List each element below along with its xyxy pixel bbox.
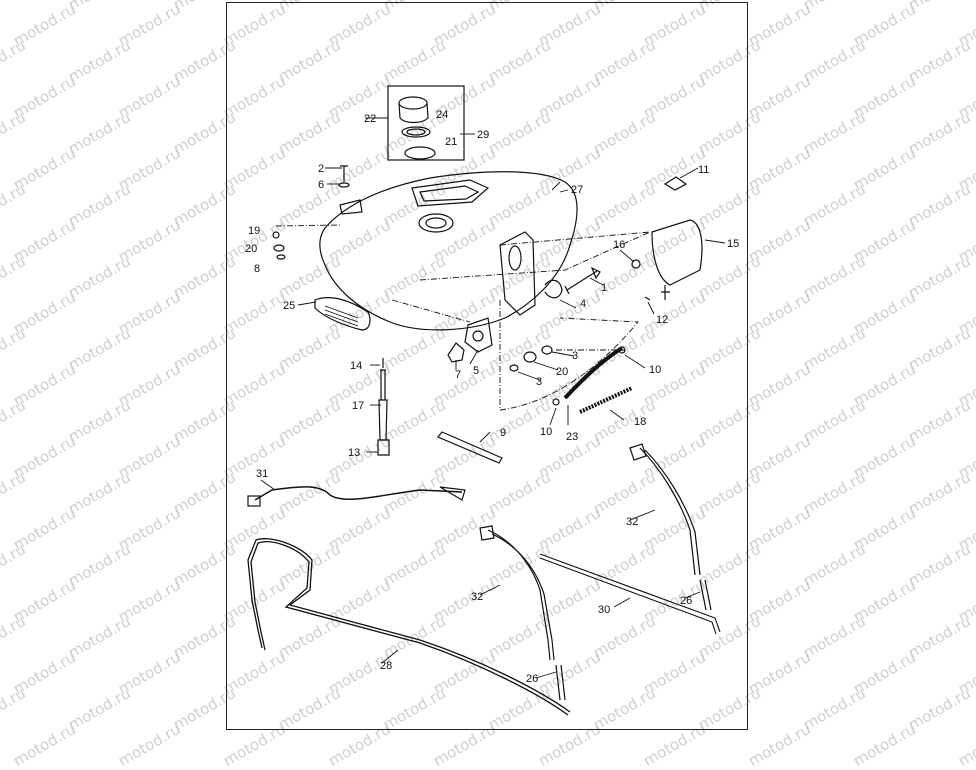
callout-5: 5 <box>473 365 479 377</box>
front-mount-tab <box>464 317 493 353</box>
callout-3a: 3 <box>572 350 578 362</box>
vent-line-32-right <box>639 447 701 576</box>
wire-harness-31 <box>254 486 463 501</box>
gauge-opening <box>418 213 454 233</box>
cap-gasket-24 <box>401 126 431 138</box>
filler-cap-box <box>387 85 465 161</box>
callout-32a: 32 <box>626 516 638 528</box>
callout-2: 2 <box>318 163 324 175</box>
callout-24: 24 <box>436 109 448 121</box>
callout-26a: 26 <box>680 595 692 607</box>
callout-21: 21 <box>445 136 457 148</box>
callout-7: 7 <box>455 369 461 381</box>
callout-29: 29 <box>477 129 489 141</box>
callout-4: 4 <box>580 298 586 310</box>
callout-31: 31 <box>256 468 268 480</box>
callout-19: 19 <box>248 225 260 237</box>
callout-13: 13 <box>348 447 360 459</box>
vent-line-26-right <box>699 579 712 611</box>
emblem-25 <box>314 297 371 331</box>
rear-mount-bracket <box>499 231 536 316</box>
o-ring-21 <box>404 146 436 160</box>
callout-16: 16 <box>613 239 625 251</box>
fuel-tank <box>319 171 578 331</box>
vent-line-26-left <box>555 664 566 701</box>
evap-canister <box>651 219 703 286</box>
callout-11: 11 <box>698 164 709 176</box>
callout-8: 8 <box>254 263 260 275</box>
callout-6: 6 <box>318 179 324 191</box>
callout-23: 23 <box>566 431 578 443</box>
callout-10a: 10 <box>649 364 661 376</box>
fuel-line-28 <box>247 538 571 713</box>
callout-20b: 20 <box>556 366 568 378</box>
callout-26b: 26 <box>526 673 538 685</box>
filler-cap <box>398 96 428 110</box>
hose-23 <box>563 346 624 400</box>
callout-30: 30 <box>598 604 610 616</box>
callout-20a: 20 <box>245 243 257 255</box>
callout-22: 22 <box>364 113 376 125</box>
filler-plate <box>411 179 490 207</box>
callout-25: 25 <box>283 300 295 312</box>
callout-10b: 10 <box>540 426 552 438</box>
callout-18: 18 <box>634 416 646 428</box>
callout-14: 14 <box>350 360 362 372</box>
gauge-sender <box>378 358 388 441</box>
vent-line-30 <box>539 553 721 635</box>
vent-line-32-left <box>487 529 553 641</box>
hose-18 <box>579 386 633 414</box>
strap-9 <box>437 431 503 464</box>
diagram-frame <box>226 2 748 730</box>
callout-32b: 32 <box>471 591 483 603</box>
callout-12: 12 <box>656 314 668 326</box>
callout-17: 17 <box>352 400 364 412</box>
callout-1: 1 <box>601 282 607 294</box>
bolt-1 <box>564 270 598 295</box>
callout-15: 15 <box>727 238 739 250</box>
callout-28: 28 <box>380 660 392 672</box>
callout-3b: 3 <box>536 376 542 388</box>
exploded-parts-diagram: 1 2 3 3 4 5 6 7 8 9 10 10 11 12 13 14 15… <box>245 85 739 716</box>
callout-9: 9 <box>500 427 506 439</box>
callout-27: 27 <box>571 184 583 196</box>
